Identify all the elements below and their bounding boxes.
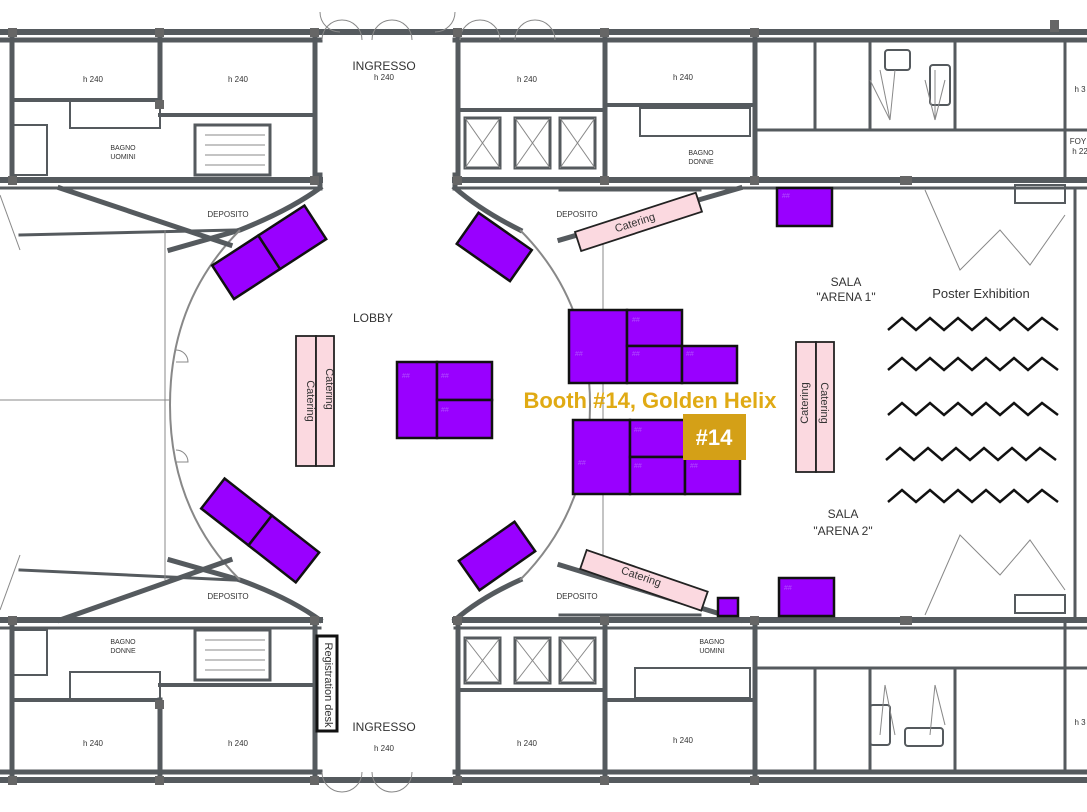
- room-height-label: h 240: [374, 73, 395, 82]
- svg-text:##: ##: [441, 407, 449, 414]
- lobby-label: LOBBY: [353, 311, 393, 325]
- room-height-label: h 240: [228, 75, 249, 84]
- booth[interactable]: [625, 308, 684, 348]
- svg-text:##: ##: [784, 585, 792, 592]
- catering-label: Catering: [304, 380, 316, 422]
- storage-label: DEPOSITO: [207, 592, 248, 601]
- foyer-label: FOY: [1070, 137, 1087, 146]
- svg-text:##: ##: [575, 351, 583, 358]
- catering-labels: Catering Catering Catering Catering Cate…: [304, 211, 830, 728]
- bathroom-gender-label: DONNE: [688, 159, 714, 166]
- room-height-label: h 240: [83, 75, 104, 84]
- booth-14-badge[interactable]: [683, 414, 746, 460]
- catering-tables: [295, 191, 835, 733]
- svg-text:##: ##: [782, 193, 790, 200]
- svg-text:##: ##: [578, 460, 586, 467]
- room-height-label: h 240: [673, 73, 694, 82]
- bathroom-label: BAGNO: [110, 639, 136, 646]
- bathroom-label: BAGNO: [699, 639, 725, 646]
- room-height-label: h 240: [83, 739, 104, 748]
- highlight: #14 Booth #14, Golden Helix: [523, 388, 777, 460]
- room-height-label: h 3: [1074, 718, 1086, 727]
- bathroom-gender-label: UOMINI: [110, 154, 135, 161]
- svg-text:##: ##: [441, 373, 449, 380]
- booths: ## ## ## ## ## ## ## ## ## ## ## ## ##: [199, 186, 836, 618]
- catering-label: Catering: [799, 382, 811, 424]
- booth[interactable]: [716, 596, 740, 618]
- booth[interactable]: [567, 308, 629, 385]
- room-labels: h 240 h 240 h 240 h 240 h 240 INGRESSO h…: [83, 59, 1087, 753]
- booth[interactable]: [683, 455, 742, 496]
- highlight-title: Booth #14, Golden Helix: [523, 388, 777, 413]
- svg-text:##: ##: [690, 463, 698, 470]
- booth[interactable]: [777, 576, 836, 618]
- catering-table: [315, 335, 335, 467]
- booth[interactable]: [435, 360, 494, 402]
- booth[interactable]: [455, 210, 534, 283]
- storage-label: DEPOSITO: [556, 210, 597, 219]
- bathroom-gender-label: UOMINI: [699, 648, 724, 655]
- catering-table: [579, 548, 709, 612]
- room-height-label: h 240: [517, 739, 538, 748]
- booth[interactable]: [625, 344, 684, 385]
- registration-desk: [315, 634, 339, 733]
- entrance-label: INGRESSO: [352, 59, 415, 73]
- svg-text:##: ##: [632, 351, 640, 358]
- bathroom-label: BAGNO: [110, 145, 136, 152]
- booth[interactable]: [628, 418, 687, 459]
- room-height-label: h 22: [1072, 147, 1087, 156]
- booth[interactable]: [246, 513, 321, 585]
- booth[interactable]: [395, 360, 439, 440]
- bathroom-label: BAGNO: [688, 150, 714, 157]
- svg-text:##: ##: [634, 427, 642, 434]
- svg-text:##: ##: [632, 317, 640, 324]
- booth[interactable]: [775, 186, 834, 228]
- room-height-label: h 3: [1074, 85, 1086, 94]
- booth-14-badge-text: #14: [696, 425, 733, 450]
- svg-text:##: ##: [402, 373, 410, 380]
- poster-exhibition-label: Poster Exhibition: [932, 286, 1030, 301]
- hall-label: SALA: [831, 275, 862, 289]
- bathroom-gender-label: DONNE: [110, 648, 136, 655]
- entrance-label: INGRESSO: [352, 720, 415, 734]
- booth[interactable]: [457, 520, 537, 592]
- booth[interactable]: [435, 398, 494, 440]
- room-height-label: h 240: [517, 75, 538, 84]
- booth[interactable]: [680, 344, 739, 385]
- catering-table: [573, 191, 704, 253]
- registration-desk-label: Registration desk: [322, 643, 334, 728]
- building-walls: [0, 11, 1087, 793]
- catering-label: Catering: [818, 382, 830, 424]
- poster-boards: [885, 316, 1059, 504]
- room-height-label: h 240: [374, 744, 395, 753]
- hall-label: SALA: [828, 507, 859, 521]
- room-height-label: h 240: [228, 739, 249, 748]
- hall-name-label: "ARENA 2": [813, 524, 872, 538]
- hall-name-label: "ARENA 1": [816, 290, 875, 304]
- booth[interactable]: [571, 418, 632, 496]
- room-height-label: h 240: [673, 736, 694, 745]
- storage-label: DEPOSITO: [207, 210, 248, 219]
- booth[interactable]: [256, 203, 328, 271]
- svg-text:##: ##: [634, 463, 642, 470]
- storage-label: DEPOSITO: [556, 592, 597, 601]
- svg-text:##: ##: [686, 351, 694, 358]
- catering-label: Catering: [323, 368, 335, 410]
- catering-table: [815, 341, 835, 473]
